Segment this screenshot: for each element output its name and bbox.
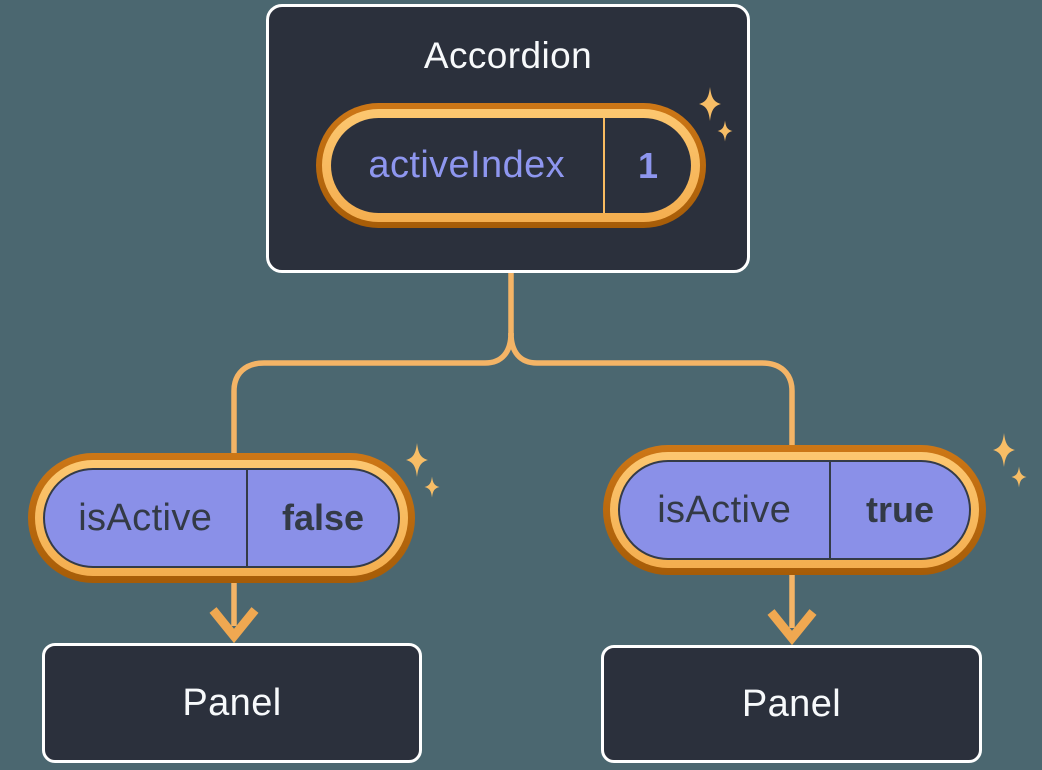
panel-card-left: Panel <box>42 643 422 763</box>
state-name: activeIndex <box>368 144 566 186</box>
state-value: 1 <box>637 144 659 186</box>
prop-pill-inner-ring: isActive false <box>35 460 408 576</box>
state-pill-core: activeIndex 1 <box>331 118 691 213</box>
prop-name: isActive <box>657 488 792 531</box>
right-branch-line <box>508 332 795 450</box>
accordion-card: Accordion activeIndex 1 <box>266 4 750 273</box>
panel-card-right: Panel <box>601 645 982 763</box>
accordion-title: Accordion <box>423 35 593 76</box>
prop-pill-isactive-true: isActive true <box>603 445 986 575</box>
prop-pill-divider <box>245 470 248 566</box>
prop-name: isActive <box>78 496 213 539</box>
panel-title: Panel <box>182 681 282 724</box>
prop-pill-inner-ring: isActive true <box>610 452 979 568</box>
state-pill-divider <box>602 118 605 213</box>
sparkle-icon <box>406 443 440 498</box>
sparkle-icon <box>699 87 733 142</box>
state-pill: activeIndex 1 <box>316 103 706 228</box>
panel-title: Panel <box>741 682 842 725</box>
prop-pill-divider <box>828 462 831 558</box>
prop-pill-core: isActive false <box>43 468 400 568</box>
left-arrow-down-icon <box>209 607 259 644</box>
prop-value: false <box>281 497 365 538</box>
right-arrow-down-icon <box>767 609 817 646</box>
prop-pill-isactive-false: isActive false <box>28 453 415 583</box>
left-branch-line <box>231 332 514 459</box>
prop-pill-core: isActive true <box>618 460 971 560</box>
state-pill-inner-ring: activeIndex 1 <box>322 109 700 222</box>
sparkle-icon <box>993 433 1027 488</box>
prop-value: true <box>865 489 934 530</box>
